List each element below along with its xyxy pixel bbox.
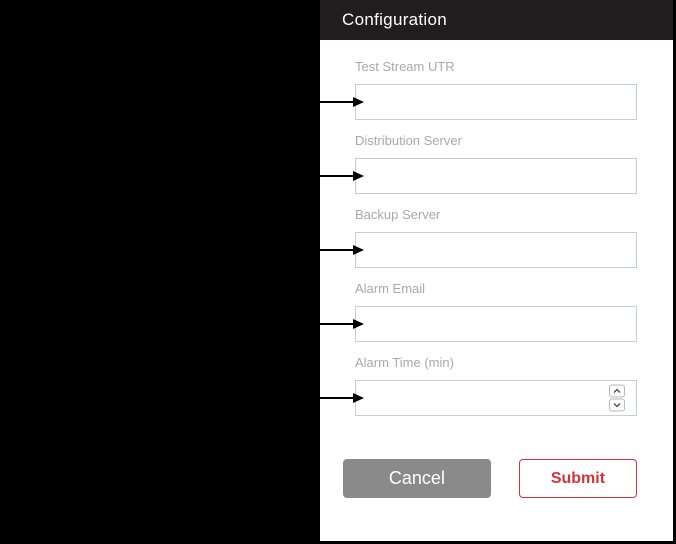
alarm-time-input[interactable] xyxy=(355,380,637,416)
chevron-up-icon[interactable] xyxy=(609,384,625,398)
chevron-down-icon[interactable] xyxy=(609,398,625,412)
alarm-email-input[interactable] xyxy=(355,306,637,342)
cancel-button[interactable]: Cancel xyxy=(343,459,491,498)
field-label: Test Stream UTR xyxy=(355,59,455,74)
panel-title: Configuration xyxy=(342,10,448,29)
submit-button[interactable]: Submit xyxy=(518,459,637,498)
field-label: Distribution Server xyxy=(355,133,462,148)
test-stream-utr-input[interactable] xyxy=(355,84,637,120)
form-actions: Cancel Submit xyxy=(343,459,637,498)
backup-server-input[interactable] xyxy=(355,232,637,268)
number-spinner xyxy=(609,384,625,412)
field-alarm-time: Alarm Time (min) xyxy=(318,355,637,416)
configuration-panel: Configuration Test Stream UTR Distributi… xyxy=(318,0,673,541)
panel-header: Configuration xyxy=(320,0,673,40)
configuration-form: Test Stream UTR Distribution Server Back xyxy=(318,40,673,498)
field-alarm-email: Alarm Email xyxy=(318,281,637,342)
field-label: Alarm Time (min) xyxy=(355,355,454,370)
distribution-server-input[interactable] xyxy=(355,158,637,194)
field-label: Backup Server xyxy=(355,207,441,222)
field-test-stream-utr: Test Stream UTR xyxy=(318,59,637,120)
field-distribution-server: Distribution Server xyxy=(318,133,637,194)
field-label: Alarm Email xyxy=(355,281,426,296)
field-backup-server: Backup Server xyxy=(318,207,637,268)
